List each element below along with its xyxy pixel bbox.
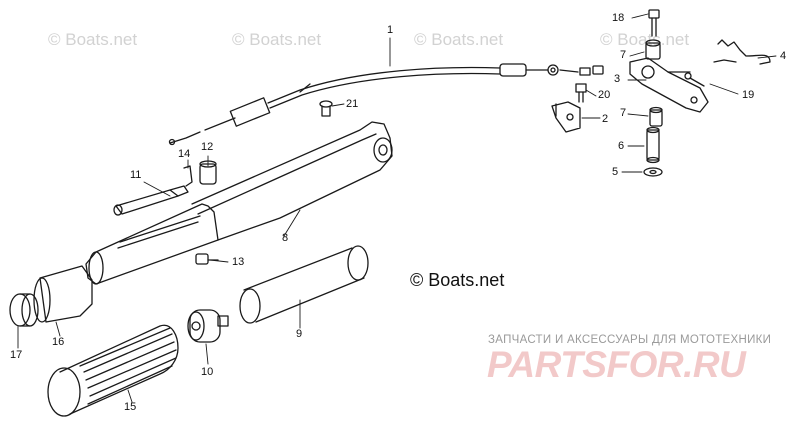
watermark-boats-center: © Boats.net <box>410 270 505 290</box>
part-screw-19 <box>684 72 705 87</box>
part-washer <box>643 167 663 177</box>
callout-8: 8 <box>282 232 289 244</box>
part-grip-boot <box>33 265 93 323</box>
callout-14: 14 <box>178 148 191 160</box>
part-bolt-21 <box>319 100 333 117</box>
callout-21: 21 <box>346 98 359 110</box>
callout-9: 9 <box>296 328 303 340</box>
callout-5: 5 <box>612 166 619 178</box>
watermark-boats-4: © Boats.net <box>600 30 690 49</box>
callout-17: 17 <box>10 349 23 361</box>
callout-13: 13 <box>232 256 245 268</box>
part-collar-upper <box>645 39 661 60</box>
part-bracket <box>551 101 581 133</box>
part-end-cap <box>9 293 39 327</box>
part-return-spring <box>713 39 771 65</box>
watermark-boats-3: © Boats.net <box>414 30 504 49</box>
part-throttle-pipe <box>85 121 393 285</box>
part-pivot-pin <box>646 126 660 164</box>
part-end-weight <box>187 309 229 343</box>
callout-4: 4 <box>780 50 787 62</box>
callout-18: 18 <box>612 12 625 24</box>
callout-1: 1 <box>387 24 394 36</box>
part-collar-lower <box>649 106 663 127</box>
brand-logo-text: PARTSFOR.RU <box>487 344 746 385</box>
callout-2: 2 <box>602 113 609 125</box>
callout-7-lower: 7 <box>620 107 627 119</box>
watermark-boats-1: © Boats.net <box>48 30 138 49</box>
callout-20: 20 <box>598 89 611 101</box>
part-clip-14 <box>183 165 193 187</box>
part-handle-grip <box>47 324 179 417</box>
leader-lines <box>17 13 777 403</box>
brand-tagline: ЗАПЧАСТИ И АКСЕССУАРЫ ДЛЯ МОТОТЕХНИКИ <box>488 334 772 346</box>
part-bolt-20 <box>575 83 587 103</box>
part-throttle-lever <box>629 57 709 113</box>
part-throttle-shaft <box>113 185 189 216</box>
callout-12: 12 <box>201 141 214 153</box>
watermark-boats-2: © Boats.net <box>232 30 322 49</box>
callout-15: 15 <box>124 401 137 413</box>
callout-19: 19 <box>742 89 755 101</box>
part-throttle-cable <box>168 63 604 146</box>
callout-10: 10 <box>201 366 214 378</box>
part-screw-13 <box>195 253 219 265</box>
part-bolt-18 <box>648 9 660 37</box>
callout-7-upper: 7 <box>620 49 627 61</box>
callout-3: 3 <box>614 73 621 85</box>
part-grip-tube <box>239 245 369 324</box>
callout-16: 16 <box>52 336 65 348</box>
callout-11: 11 <box>130 169 142 181</box>
callout-6: 6 <box>618 140 625 152</box>
